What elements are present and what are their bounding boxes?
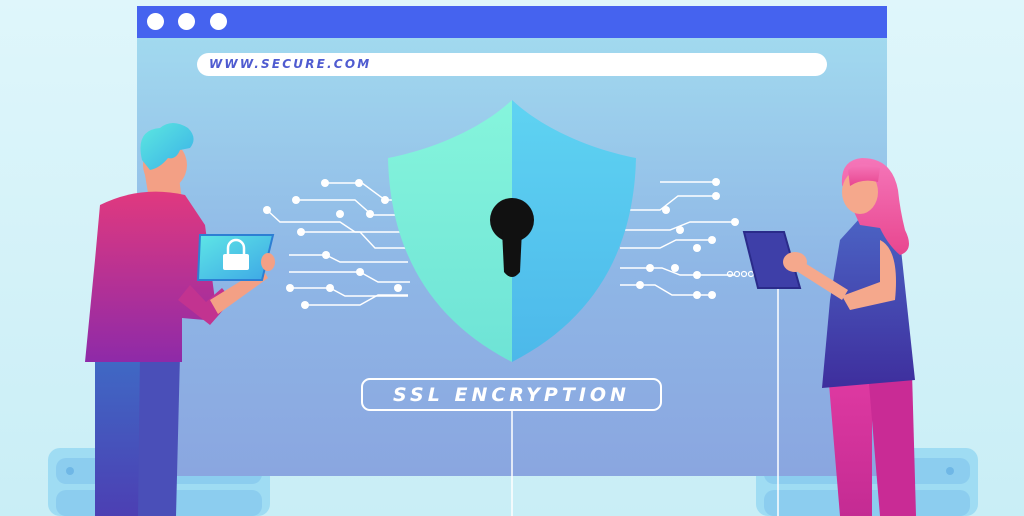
ssl-encryption-badge: SSL ENCRYPTION (361, 378, 662, 411)
circuit-chain-right (726, 270, 755, 278)
circuit-lines-left (266, 182, 410, 306)
shield-keyhole-icon (388, 100, 636, 362)
window-dot (178, 13, 195, 30)
woman-figure (742, 158, 916, 516)
circuit-nodes-right (636, 178, 739, 299)
man-figure (85, 123, 275, 516)
browser-titlebar (137, 6, 887, 38)
padlock-icon (223, 238, 249, 270)
address-bar[interactable]: WWW.SECURE.COM (197, 53, 827, 76)
window-dot (147, 13, 164, 30)
ssl-encryption-label: SSL ENCRYPTION (393, 383, 630, 406)
circuit-nodes-left (263, 179, 402, 309)
window-dot (210, 13, 227, 30)
url-text: WWW.SECURE.COM (209, 57, 372, 71)
